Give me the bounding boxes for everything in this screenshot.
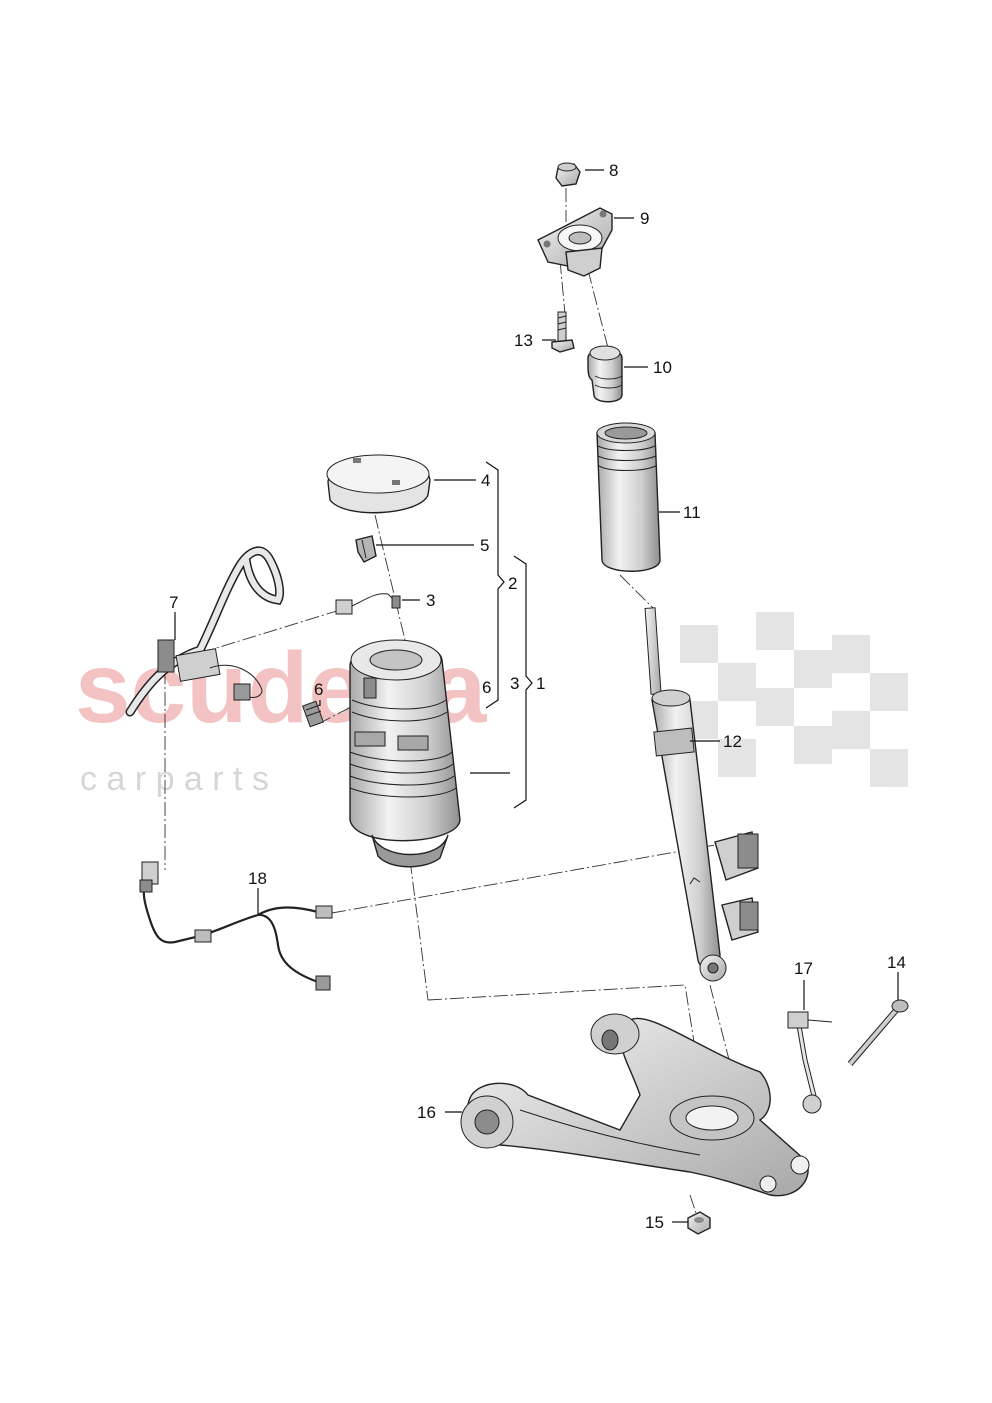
callout-5[interactable]: 5 <box>480 536 489 555</box>
watermark-flag <box>680 612 908 787</box>
watermark-subtitle: c a r p a r t s <box>80 760 269 798</box>
part-10-bump-stop <box>587 345 623 403</box>
part-6-valve <box>302 700 324 728</box>
group-brackets <box>485 461 533 809</box>
callout-18[interactable]: 18 <box>248 869 267 888</box>
part-9-top-mount <box>537 207 613 277</box>
part-5-clip <box>355 535 377 563</box>
callout-9[interactable]: 9 <box>640 209 649 228</box>
callout-12[interactable]: 12 <box>723 732 742 751</box>
callout-2[interactable]: 2 <box>508 574 517 593</box>
callout-7[interactable]: 7 <box>169 593 178 612</box>
part-13-bolt <box>551 311 575 353</box>
callout-6[interactable]: 6 <box>314 680 323 699</box>
callout-8[interactable]: 8 <box>609 161 618 180</box>
callout-13[interactable]: 13 <box>514 331 533 350</box>
callout-14[interactable]: 14 <box>887 953 906 972</box>
callout-6-group[interactable]: 6 <box>482 678 491 697</box>
callout-1[interactable]: 1 <box>536 674 545 693</box>
callout-3-group[interactable]: 3 <box>510 674 519 693</box>
part-17-coupling-link <box>787 1011 833 1114</box>
callout-16[interactable]: 16 <box>417 1103 436 1122</box>
part-8-nut <box>555 162 581 187</box>
part-18-wiring-harness <box>139 861 333 991</box>
part-14-long-bolt <box>847 999 909 1066</box>
air-spring-assembly <box>349 639 461 868</box>
callout-3[interactable]: 3 <box>426 591 435 610</box>
callout-15[interactable]: 15 <box>645 1213 664 1232</box>
part-11-dust-boot <box>596 422 661 572</box>
callout-11[interactable]: 11 <box>683 503 701 522</box>
part-7-harness <box>125 546 285 717</box>
part-16-control-arm <box>460 1013 810 1197</box>
callout-labels: 8 9 13 10 11 12 4 5 3 2 6 3 1 7 6 18 16 … <box>169 161 906 1232</box>
part-3-sensor <box>335 593 401 615</box>
part-12-shock-absorber <box>644 607 759 982</box>
callout-4[interactable]: 4 <box>481 471 490 490</box>
part-4-top-cap <box>326 454 431 514</box>
leader-lines <box>174 169 899 1223</box>
callout-10[interactable]: 10 <box>653 358 672 377</box>
callout-17[interactable]: 17 <box>794 959 813 978</box>
part-15-nut <box>687 1211 711 1235</box>
